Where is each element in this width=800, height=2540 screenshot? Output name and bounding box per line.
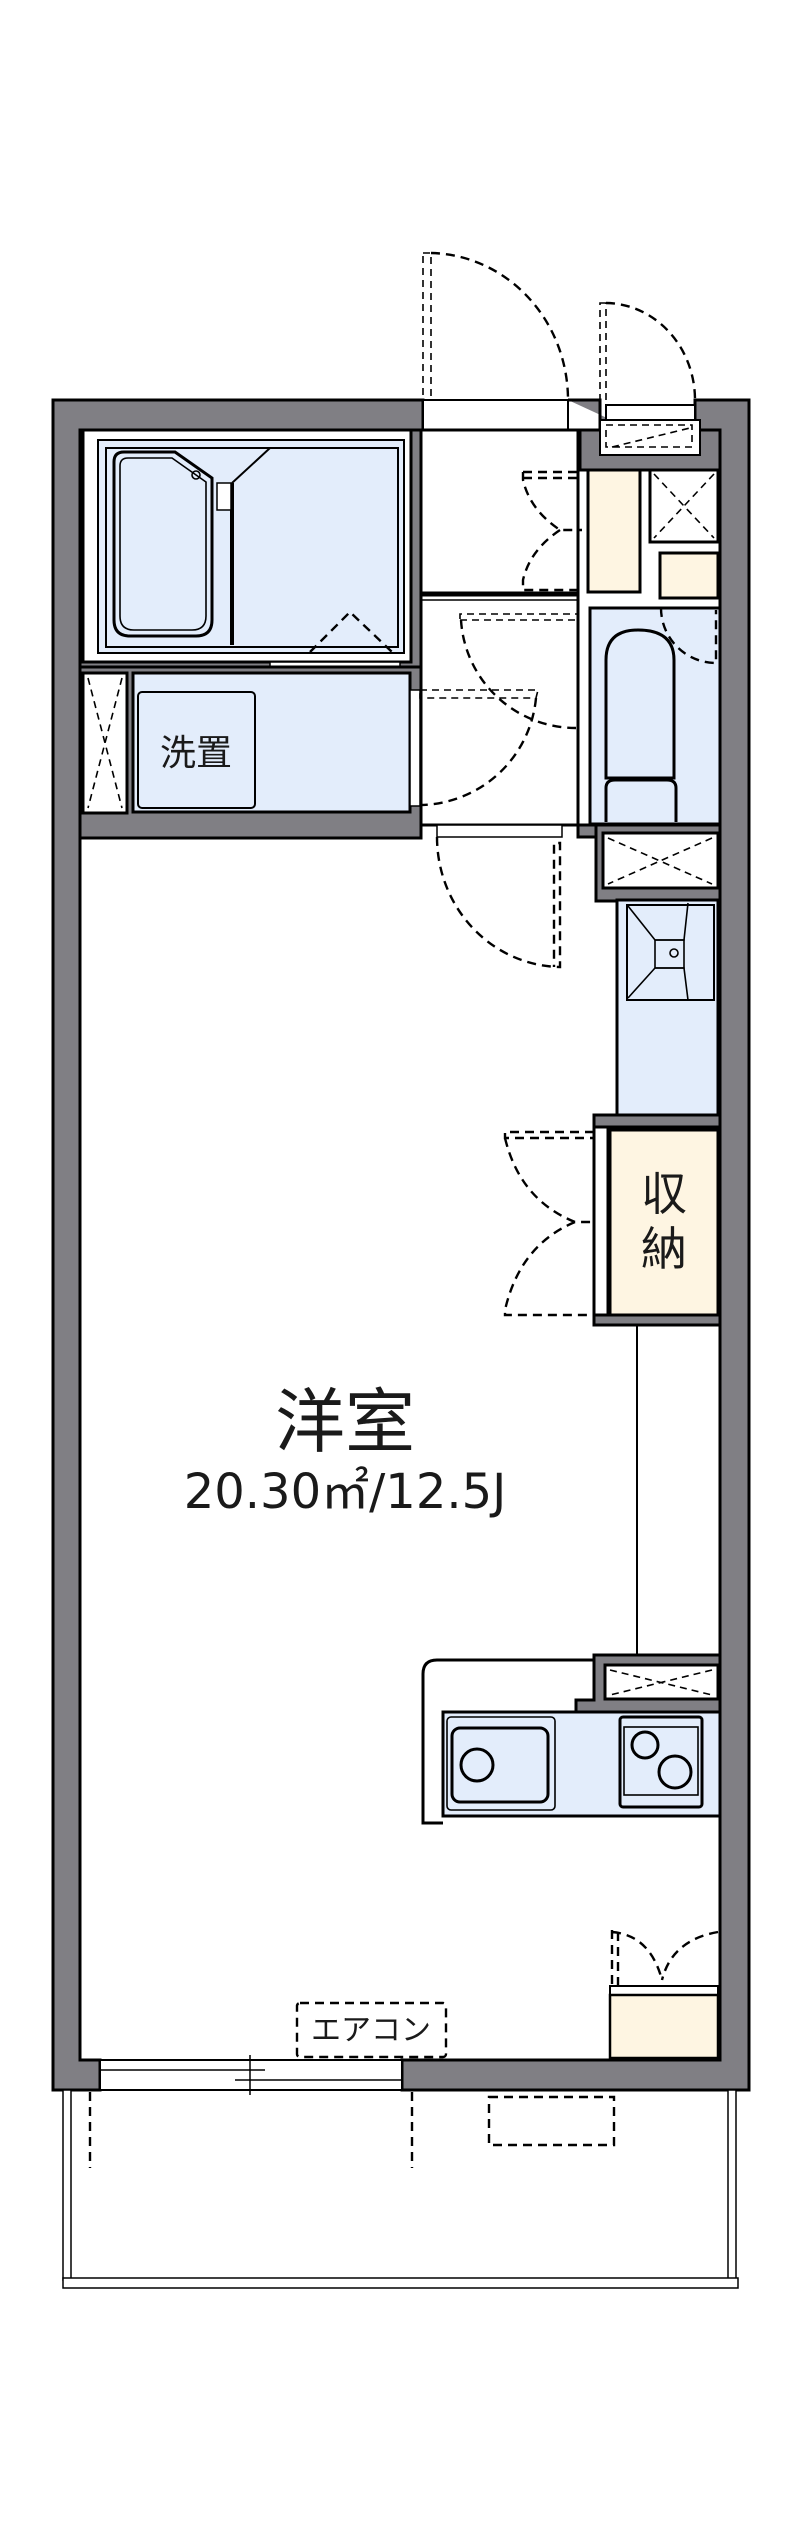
storage-label-1: 収 xyxy=(641,1167,687,1221)
burner-icon-2 xyxy=(657,1754,693,1790)
room-door-swing xyxy=(435,836,562,969)
kitchen-sink xyxy=(446,1716,556,1811)
corner-closet xyxy=(608,1930,720,2060)
toilet-shelf xyxy=(658,551,720,600)
pipe-space xyxy=(648,468,720,544)
drain-icon xyxy=(191,470,201,480)
faucet-icon xyxy=(669,948,679,958)
bathroom xyxy=(78,428,423,671)
kitchen-closet xyxy=(603,1663,720,1701)
laundry-label: 洗置 xyxy=(160,733,232,774)
toilet-room xyxy=(588,606,722,826)
bathtub xyxy=(112,450,214,638)
toilet-icon xyxy=(604,628,676,780)
meter-box-door-swing xyxy=(599,301,697,401)
entrance-threshold xyxy=(422,399,569,431)
closet-box xyxy=(601,831,720,890)
aircon-label: エアコン xyxy=(311,2013,431,2048)
balcony-window[interactable] xyxy=(99,2055,403,2095)
stove xyxy=(618,1715,704,1809)
burner-icon-1 xyxy=(630,1730,660,1760)
kitchen-counter xyxy=(441,1710,722,1818)
entrance-door-swing xyxy=(422,251,570,401)
outdoor-unit xyxy=(487,2095,616,2147)
entrance-hall xyxy=(419,428,582,969)
storage-closet: 収 納 xyxy=(503,1125,720,1318)
shoe-cabinet xyxy=(586,468,642,594)
laundry-room: 洗置 xyxy=(131,671,421,814)
linen-closet xyxy=(81,671,129,815)
toilet-door-swing xyxy=(659,607,718,665)
bath-door-swing xyxy=(309,610,393,653)
balcony xyxy=(62,2089,739,2289)
air-conditioner: エアコン xyxy=(295,2001,448,2059)
storage-label-2: 納 xyxy=(641,1222,687,1276)
kitchen-counter-outline xyxy=(421,1658,594,1825)
room-area: 20.30㎡/12.5J xyxy=(184,1464,507,1520)
sink-drain-icon xyxy=(459,1747,495,1783)
meter-box xyxy=(599,419,701,456)
room-name: 洋室 xyxy=(275,1381,415,1463)
washing-machine-space xyxy=(137,691,256,809)
storage-door-swing xyxy=(503,1130,594,1317)
wash-basin-unit xyxy=(615,898,720,1117)
